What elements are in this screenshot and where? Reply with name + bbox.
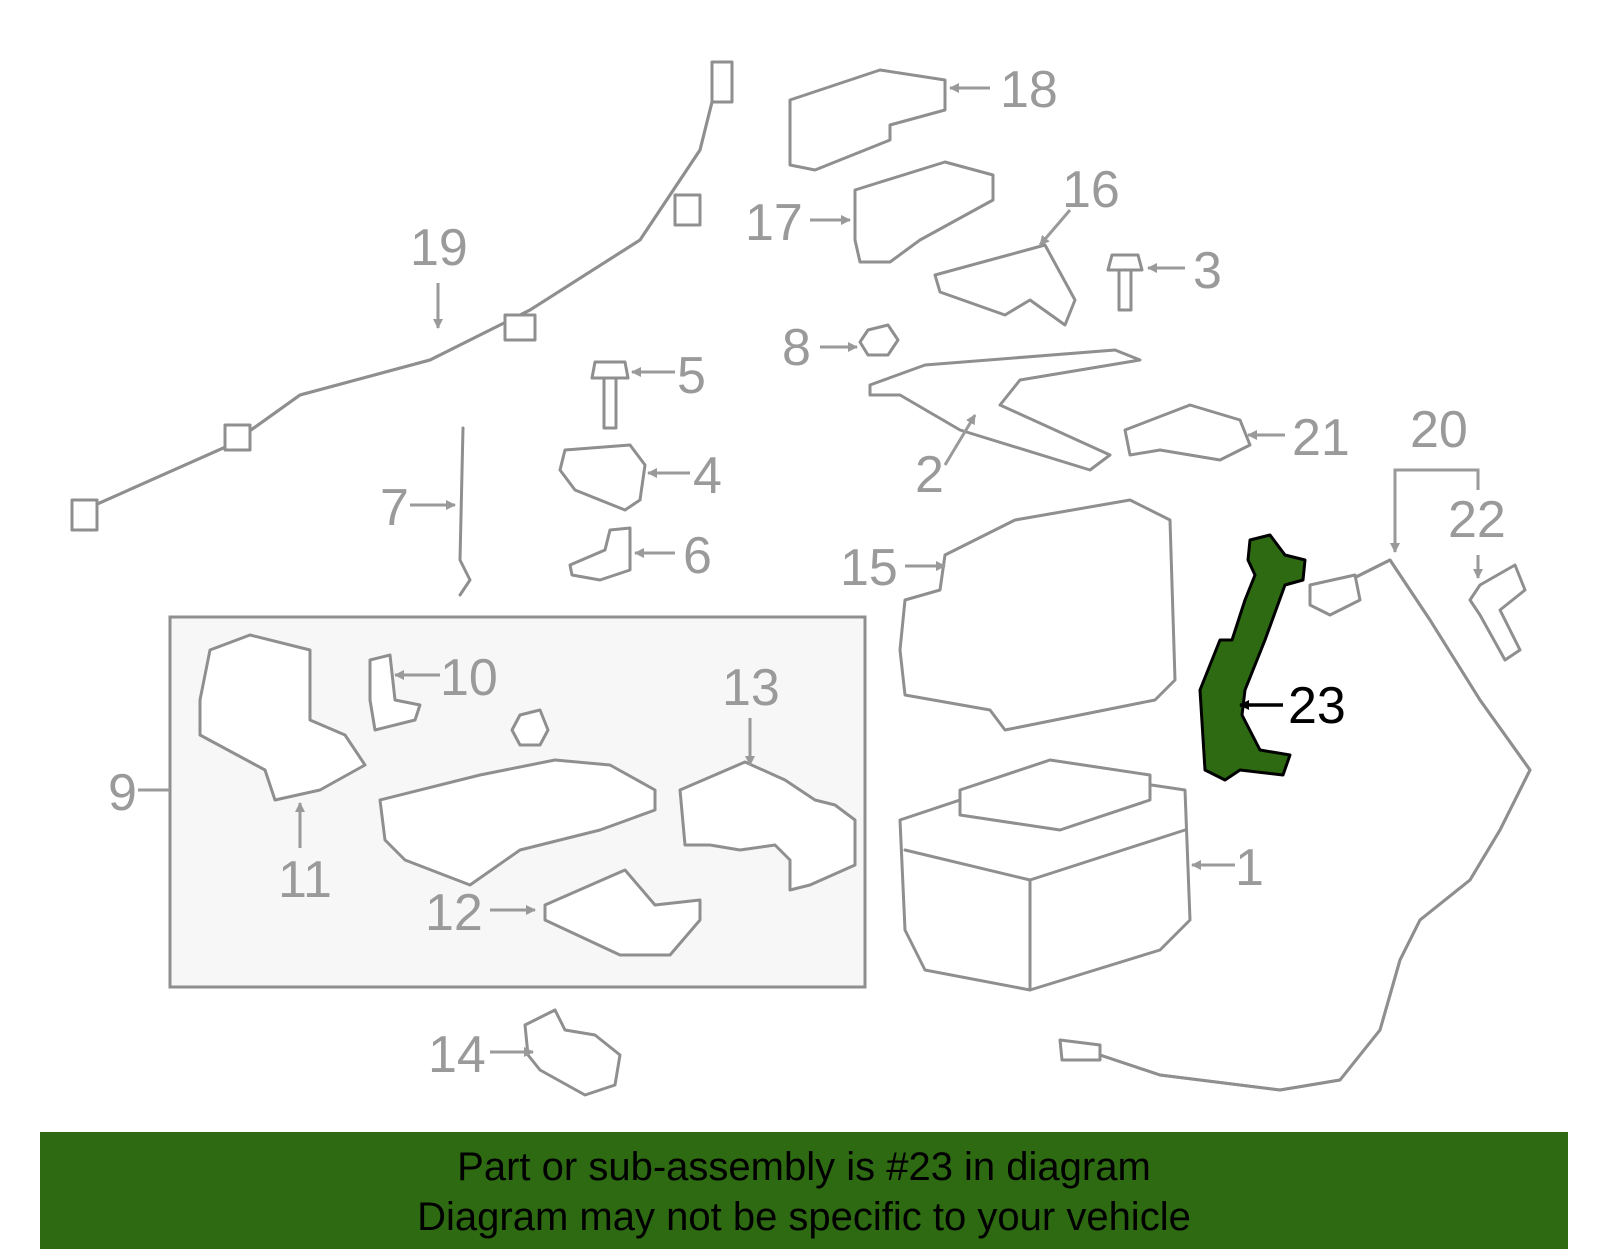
part-16-cover[interactable]	[933, 243, 1077, 327]
callout-4: 4	[693, 447, 722, 505]
part-nut[interactable]	[510, 708, 550, 747]
part-8-nut[interactable]	[858, 323, 900, 357]
callout-18: 18	[1000, 61, 1058, 119]
part-22-terminal[interactable]	[1468, 563, 1527, 662]
callout-16: 16	[1062, 161, 1120, 219]
callout-13: 13	[722, 659, 780, 717]
callout-11: 11	[278, 851, 332, 909]
part-18-cover[interactable]	[788, 68, 947, 172]
callout-3: 3	[1193, 242, 1222, 300]
callout-6: 6	[683, 527, 712, 585]
part-7-rod[interactable]	[458, 426, 472, 597]
callout-19: 19	[410, 219, 468, 277]
banner-line-2: Diagram may not be specific to your vehi…	[417, 1195, 1191, 1239]
callout-2: 2	[915, 446, 944, 504]
part-6-bracket[interactable]	[568, 526, 632, 582]
callout-1: 1	[1235, 839, 1264, 897]
part-5-bolt[interactable]	[590, 360, 630, 430]
callout-10: 10	[440, 649, 498, 707]
part-17-block[interactable]	[853, 160, 995, 264]
part-13-bracket[interactable]	[678, 760, 857, 892]
callout-5: 5	[677, 347, 706, 405]
callout-7: 7	[380, 479, 409, 537]
part-10-clip[interactable]	[368, 653, 422, 732]
callout-15: 15	[840, 539, 898, 597]
callout-8: 8	[782, 319, 811, 377]
part-4-block[interactable]	[558, 443, 647, 512]
part-2-bracket[interactable]	[868, 348, 1142, 472]
banner-line-1: Part or sub-assembly is #23 in diagram	[457, 1145, 1151, 1189]
part-21-clip[interactable]	[1123, 403, 1252, 462]
callout-23: 23	[1288, 677, 1346, 735]
callout-17: 17	[745, 194, 803, 252]
info-banner: Part or sub-assembly is #23 in diagram D…	[40, 1132, 1568, 1249]
part-20-cable[interactable]	[1058, 558, 1532, 1092]
part-12-support[interactable]	[543, 868, 702, 957]
part-1-battery[interactable]	[898, 758, 1192, 992]
callout-20: 20	[1410, 401, 1468, 459]
callout-21: 21	[1292, 409, 1350, 467]
callout-12: 12	[425, 884, 483, 942]
part-15-battery-cover[interactable]	[898, 498, 1177, 732]
callout-22: 22	[1448, 491, 1506, 549]
callout-9: 9	[108, 764, 137, 822]
part-battery-tray[interactable]	[378, 758, 657, 887]
leader-lines	[138, 83, 1483, 1057]
part-23-bracket-highlighted[interactable]	[1198, 533, 1307, 782]
part-3-bolt[interactable]	[1106, 253, 1144, 312]
callout-14: 14	[428, 1026, 486, 1084]
part-19-harness[interactable]	[70, 60, 734, 532]
part-14-bracket[interactable]	[523, 1008, 622, 1097]
part-11-tray[interactable]	[198, 633, 367, 802]
